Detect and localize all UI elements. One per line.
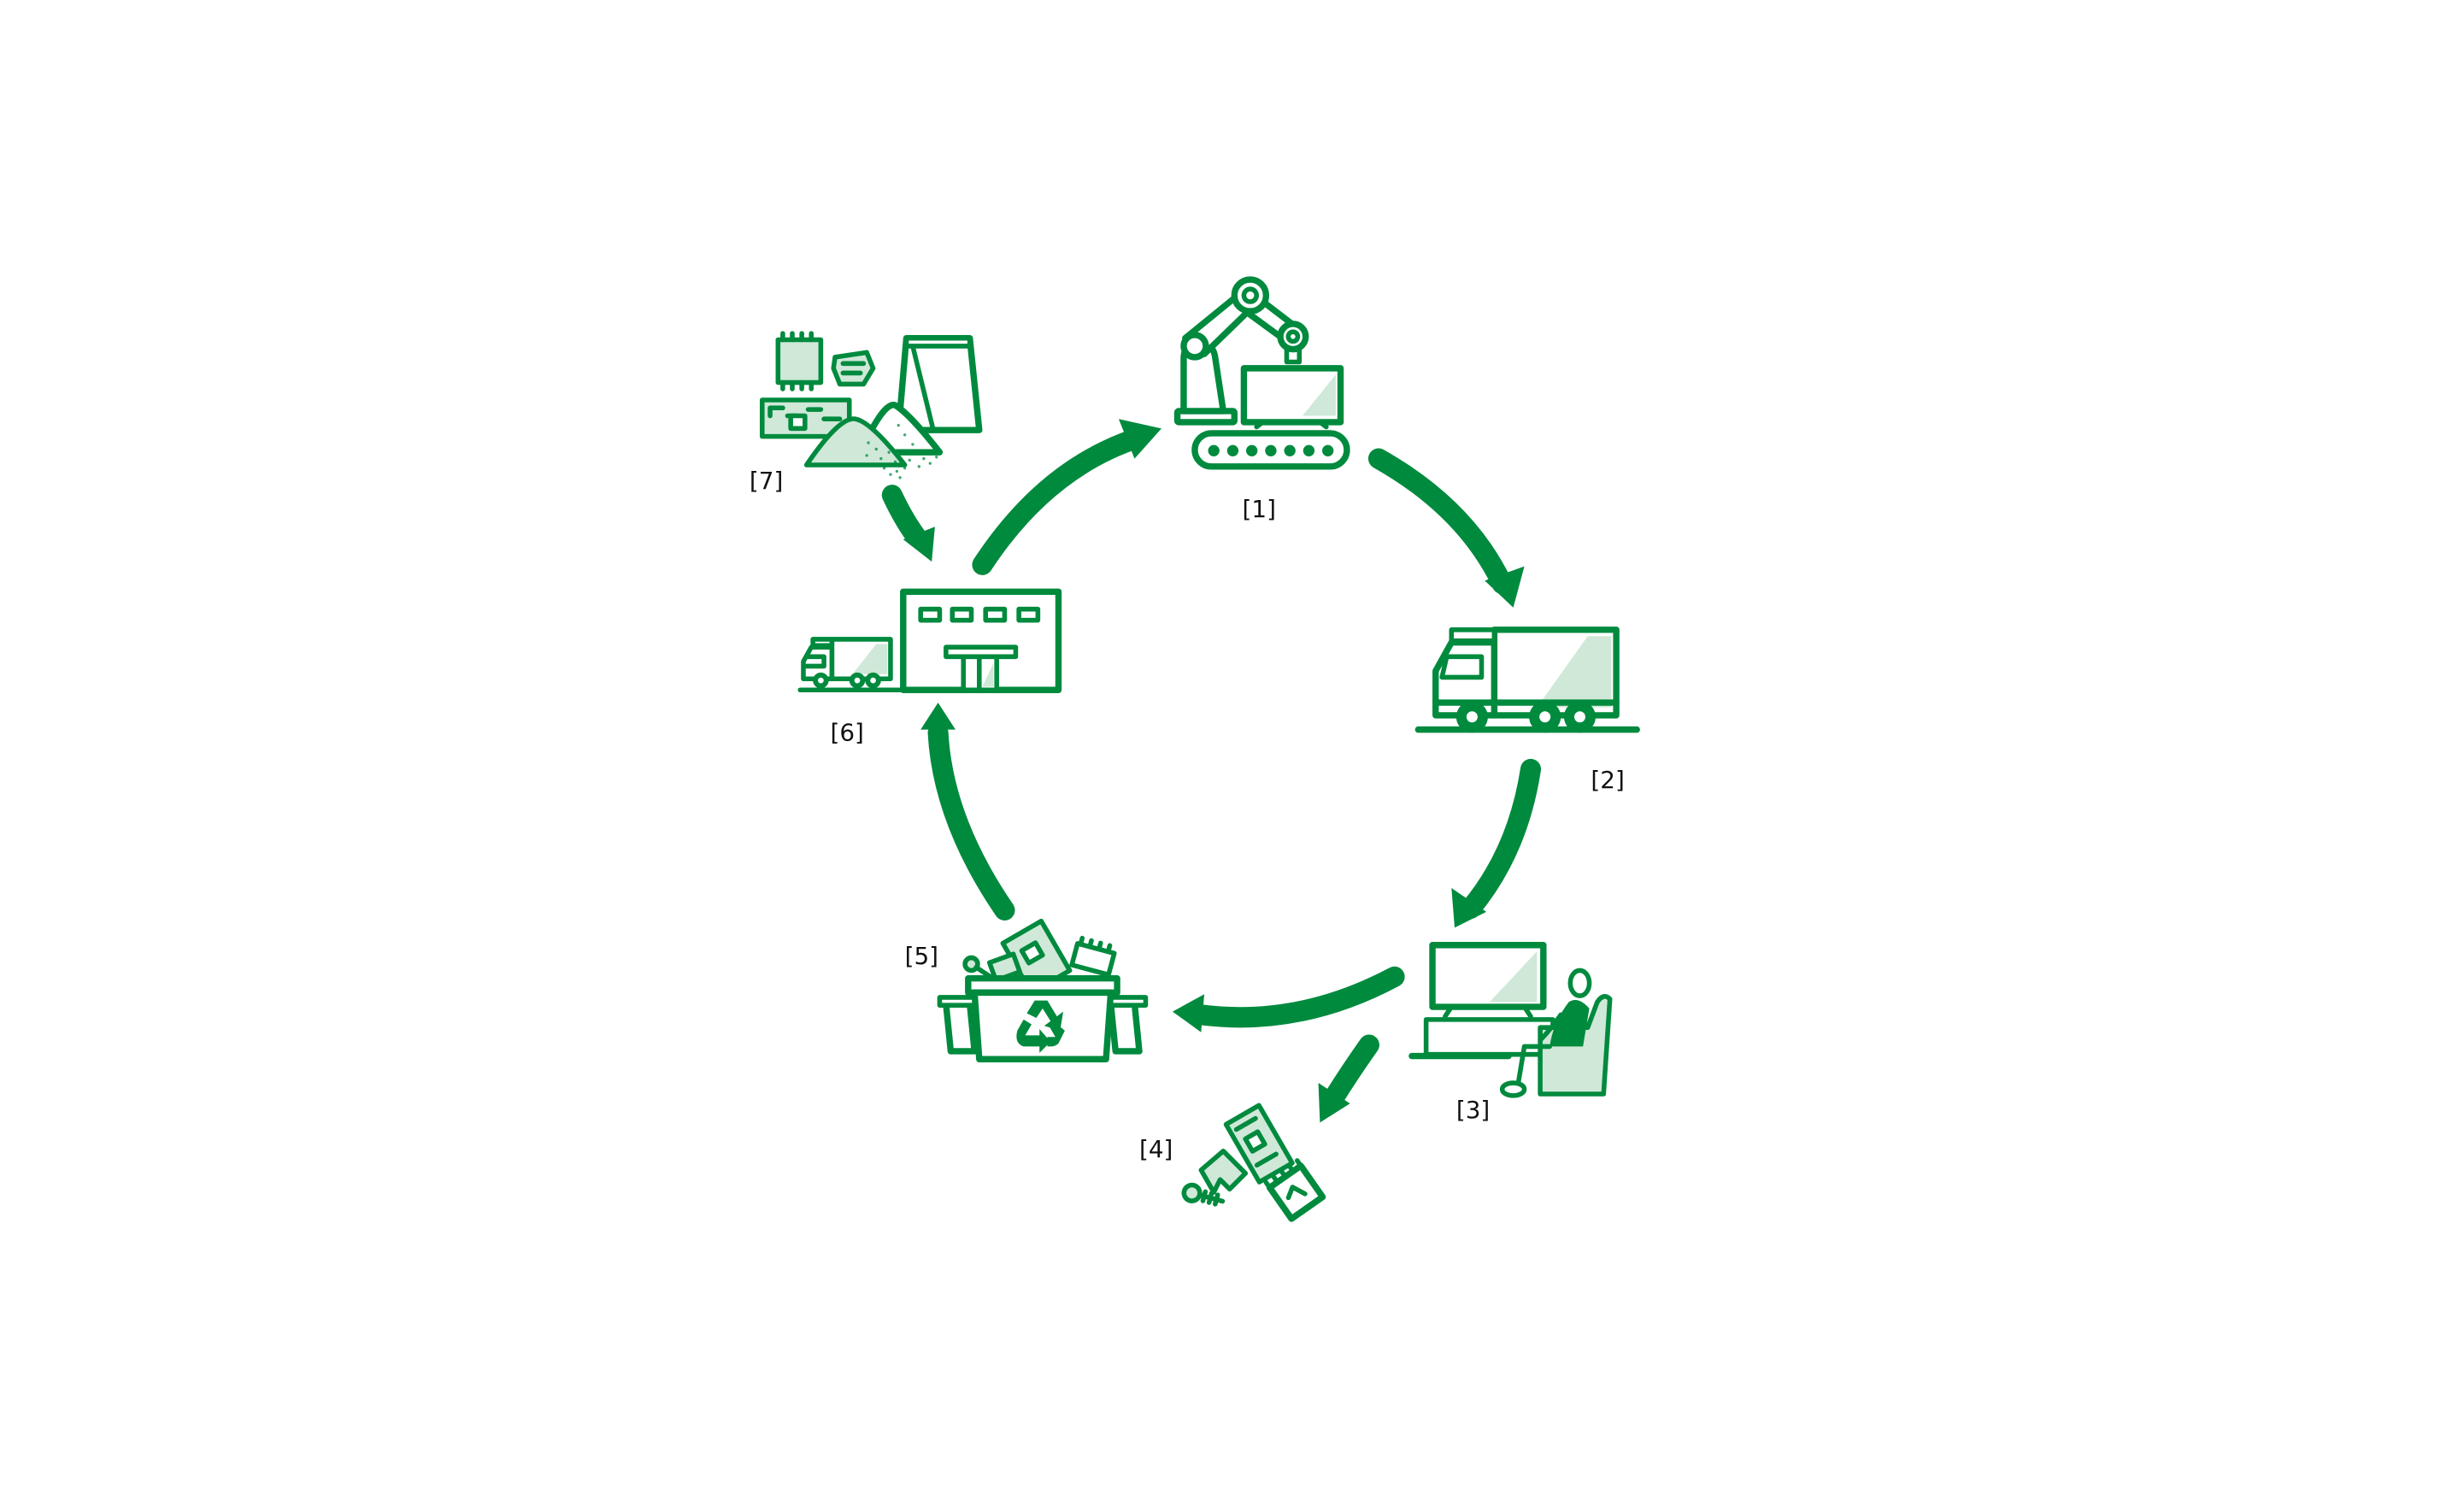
arrow-stage7-to-stage6 — [881, 485, 935, 562]
arrow-stage3-to-stage5 — [1172, 966, 1405, 1032]
person-watching-tv-icon — [1408, 942, 1613, 1098]
stage-label: [1] — [1243, 495, 1276, 523]
arrow-stage5-to-stage6 — [920, 703, 1015, 921]
recycle-symbol-icon — [1016, 1000, 1065, 1053]
stage-label: [4] — [1139, 1135, 1173, 1163]
arrow-stage3-to-stage4 — [1318, 1034, 1379, 1123]
recovered-materials-icon — [760, 331, 983, 479]
arrow-stage6-to-stage1 — [972, 419, 1161, 575]
delivery-truck-icon — [1414, 626, 1640, 733]
discarded-parts-icon — [1181, 1103, 1326, 1222]
stage-label: [6] — [831, 719, 864, 747]
stage-label: [5] — [905, 942, 938, 970]
arrow-stage1-to-stage2 — [1367, 448, 1525, 608]
recycling-bin-icon — [937, 918, 1149, 1062]
recycling-plant-icon — [797, 588, 1062, 693]
stage-label: [7] — [750, 467, 783, 495]
stage-label: [3] — [1456, 1096, 1490, 1124]
stage-label: [2] — [1591, 766, 1624, 794]
robot-arm-factory-icon — [1173, 276, 1350, 470]
flow-arrows — [881, 419, 1542, 1123]
arrow-stage2-to-stage3 — [1451, 758, 1542, 928]
